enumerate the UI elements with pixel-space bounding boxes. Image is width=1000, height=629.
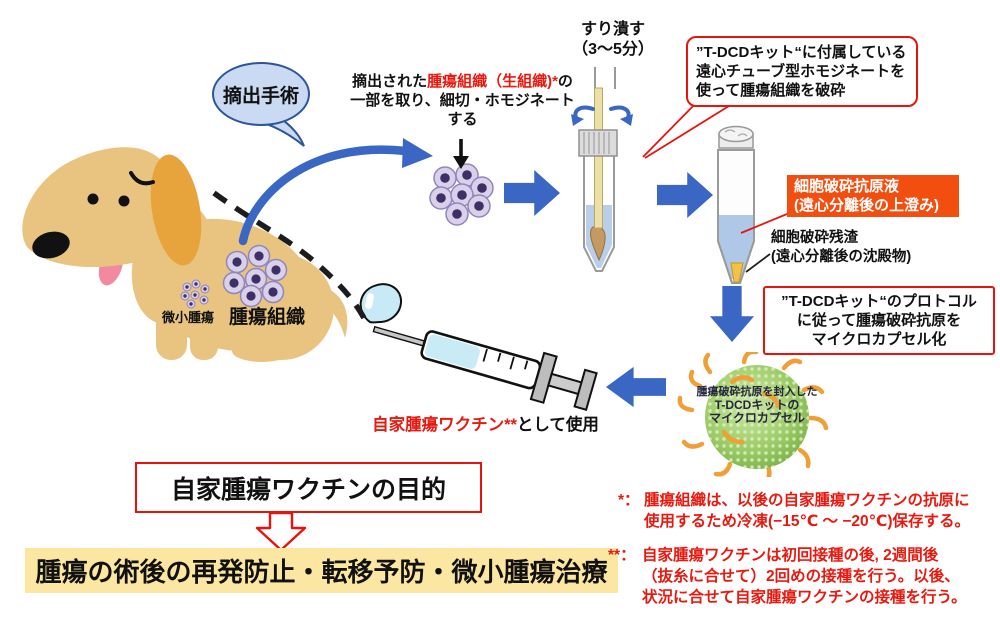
injection-dashed-path bbox=[212, 190, 367, 320]
ribbed-collar bbox=[578, 129, 618, 157]
footnote-2-marker: **： bbox=[608, 547, 636, 564]
antigen-liquid-box: 細胞破砕抗原液 (遠心分離後の上澄み) bbox=[787, 175, 959, 217]
footnote-1: *： 腫瘍組織は、以後の自家腫瘍ワクチンの抗原に 使用するため冷凍(−15℃ ～… bbox=[618, 492, 971, 530]
purpose-title: 自家腫瘍ワクチンの目的 bbox=[170, 475, 446, 504]
dog-ear bbox=[150, 154, 202, 266]
purpose-result: 腫瘍の術後の再発防止・転移予防・微小腫瘍治療 bbox=[35, 557, 608, 587]
dog-eyebrow bbox=[129, 171, 155, 186]
plunger-handle bbox=[573, 368, 598, 411]
surgery-bubble-label: 摘出手術 bbox=[222, 85, 299, 107]
surgery-speech-bubble: 摘出手術 bbox=[212, 62, 310, 126]
kit-box-pointer-lines bbox=[642, 98, 738, 159]
dog-illustration bbox=[22, 147, 348, 362]
dog-front-leg-2 bbox=[190, 297, 218, 360]
bubble-tail bbox=[260, 116, 305, 147]
microcapsule-illustration bbox=[677, 352, 829, 477]
dog-nose bbox=[32, 231, 70, 259]
capsule-texture bbox=[705, 365, 809, 469]
scale-ticks bbox=[482, 348, 529, 370]
footnote-2: **： 自家腫瘍ワクチンは初回接種の後, 2週間後 （抜糸に合せて）2回めの接種… bbox=[608, 547, 967, 606]
capsule-label: 腫瘍破砕抗原を封入した T-DCDキットの マイクロカプセル bbox=[696, 386, 818, 425]
tumor-tissue-highlight: 腫瘍組織（生組織)* bbox=[427, 73, 558, 90]
homogenizer-handle bbox=[594, 67, 616, 89]
droplet-shine bbox=[365, 293, 374, 310]
dog-eye bbox=[118, 195, 130, 207]
micro-tumor-label: 微小腫瘍 bbox=[162, 310, 215, 325]
micro-tumor-nuclei bbox=[183, 282, 207, 306]
extraction-note-line1: 摘出された腫瘍組織（生組織)*の bbox=[352, 73, 573, 90]
surface-squiggles bbox=[721, 375, 781, 445]
tissue-pellet bbox=[590, 225, 606, 262]
grind-label: すり潰す （3～5分） bbox=[572, 21, 654, 58]
pestle-rod bbox=[594, 87, 603, 229]
extraction-note-line3: する bbox=[447, 111, 478, 128]
collar-ribs bbox=[583, 132, 610, 154]
vaccine-liquid bbox=[425, 334, 480, 369]
footnote-1-marker: *： bbox=[618, 492, 640, 509]
residue-label: 細胞破砕残渣 (遠心分離後の沈殿物) bbox=[771, 230, 912, 265]
protocol-box: ”T-DCDキット“のプロトコル に従って腫瘍破砕抗原を マイクロカプセル化 bbox=[763, 286, 995, 355]
tube-outline bbox=[583, 133, 615, 272]
extraction-note-line2: 一部を取り、細切・ホモジネート bbox=[350, 92, 575, 109]
dog-eye bbox=[87, 193, 99, 205]
small-down-arrowhead bbox=[453, 156, 469, 169]
tumor-tissue-label: 腫瘍組織 bbox=[229, 307, 306, 328]
curved-flow-arrow bbox=[238, 145, 411, 246]
hollow-down-arrow-icon bbox=[255, 512, 307, 552]
syringe-illustration bbox=[359, 283, 598, 411]
cap-detail bbox=[724, 129, 748, 137]
purpose-title-box: 自家腫瘍ワクチンの目的 bbox=[135, 462, 482, 513]
antigen-pointer-line bbox=[740, 213, 788, 234]
dog-rear-paw bbox=[232, 340, 292, 362]
extraction-note: 摘出された腫瘍組織（生組織)*の 一部を取り、細切・ホモジネート する bbox=[340, 72, 585, 129]
vaccine-use-label: 自家腫瘍ワクチン**として使用 bbox=[372, 416, 599, 434]
vaccine-name: 自家腫瘍ワクチン** bbox=[372, 416, 517, 434]
homogenate-kit-box: ”T-DCDキット“に付属している 遠心チューブ型ホモジネートを 使って腫瘍組織… bbox=[686, 36, 918, 107]
dog-front-leg bbox=[156, 285, 187, 360]
homogenizer-tube-illustration bbox=[571, 67, 633, 272]
tube-outline bbox=[717, 150, 755, 284]
antigen-squiggles bbox=[677, 352, 829, 477]
residue-pointer-line bbox=[745, 253, 771, 273]
rotation-arrows-icon bbox=[571, 105, 633, 126]
excised-cells-illustration bbox=[429, 163, 494, 226]
tumor-cell-nuclei bbox=[229, 251, 281, 301]
purpose-result-box: 腫瘍の術後の再発防止・転移予防・微小腫瘍治療 bbox=[25, 548, 618, 593]
curved-flow-arrowhead bbox=[402, 138, 433, 168]
